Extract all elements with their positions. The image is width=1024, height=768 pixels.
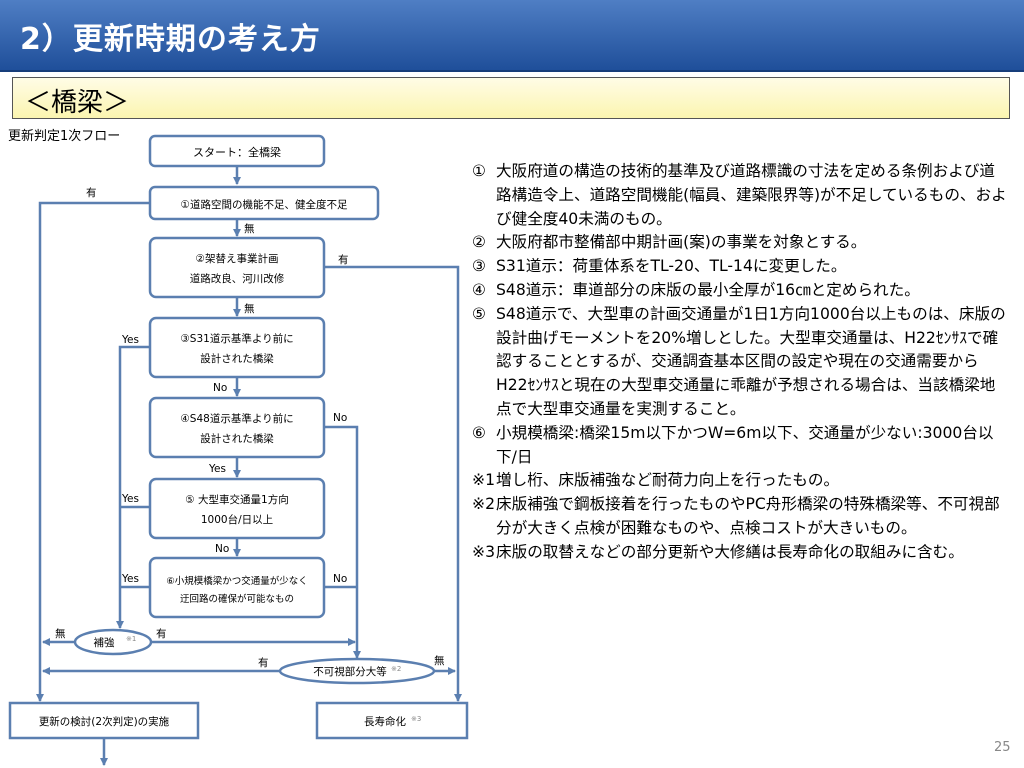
node-start: スタート：全橋梁 (148, 134, 326, 168)
svg-text:⑤ 大型車交通量1方向: ⑤ 大型車交通量1方向 (185, 493, 288, 506)
note-text: 床版の取替えなどの部分更新や大修繕は長寿命化の取組みに含む。 (496, 542, 964, 561)
note-marker: ① (472, 162, 486, 180)
note-marker: ③ (472, 257, 486, 276)
note-text: 大阪府道の構造の技術的基準及び道路標識の寸法を定める条例および道路構造令上、道路… (496, 162, 1007, 228)
label-q5-yes: Yes (121, 493, 139, 505)
note-marker: ※3 (472, 542, 495, 561)
label-q2-no: 無 (244, 302, 255, 315)
page-number: 25 (994, 740, 1011, 755)
note-marker: ⑤ (472, 304, 486, 323)
label-q3-yes: Yes (121, 334, 139, 346)
label-invisible-yes: 有 (258, 656, 269, 669)
label-q2-yes: 有 (338, 253, 349, 266)
svg-text:※3: ※3 (411, 715, 421, 723)
label-q4-yes: Yes (208, 463, 226, 475)
label-q3-no: No (213, 382, 227, 394)
header-bar: 2）更新時期の考え方 (0, 0, 1024, 72)
note-text: 小規模橋梁:橋梁15m以下かつW=6m以下、交通量が少ない:3000台以下/日 (496, 423, 994, 466)
note-text: S48道示で、大型車の計画交通量が1日1方向1000台以上ものは、床版の設計曲げ… (496, 304, 1006, 418)
label-reinforce-no: 無 (55, 627, 66, 640)
node-q1-function-deficiency: ①道路空間の機能不足、健全度不足 (148, 185, 380, 221)
section-title: ＜橋梁＞ (25, 88, 130, 118)
label-q1-yes: 有 (86, 186, 97, 199)
note-marker: ※2 (472, 495, 495, 514)
node-renewal-review: 更新の検討(2次判定)の実施 (8, 701, 200, 740)
note-text: 増し桁、床版補強など耐荷力向上を行ったもの。 (496, 471, 840, 490)
label-q4-no: No (333, 412, 347, 424)
branch-labels: 有 無 有 無 Yes No No Yes Yes No Yes No 無 有 … (55, 186, 445, 669)
arrow-q2-yes (324, 265, 462, 702)
svg-text:※1: ※1 (126, 635, 136, 643)
svg-text:③S31道示基準より前に: ③S31道示基準より前に (180, 332, 293, 345)
svg-text:迂回路の確保が可能なもの: 迂回路の確保が可能なもの (180, 593, 294, 605)
label-q1-no: 無 (244, 222, 255, 235)
svg-text:※2: ※2 (391, 665, 401, 673)
node-q5-heavy-traffic: ⑤ 大型車交通量1方向 1000台/日以上 (148, 477, 326, 540)
notes-list: ① 大阪府道の構造の技術的基準及び道路標識の寸法を定める条例および道路構造令上、道… (472, 160, 1008, 565)
label-invisible-no: 無 (434, 654, 445, 667)
node-q6-small-bridge: ⑥小規模橋梁かつ交通量が少なく 迂回路の確保が可能なもの (148, 556, 326, 619)
note-marker: ※1 (472, 471, 495, 490)
note-marker: ⑥ (472, 423, 486, 442)
note-item: ⑤ S48道示で、大型車の計画交通量が1日1方向1000台以上ものは、床版の設計曲… (472, 303, 1008, 422)
note-item: ④ S48道示：車道部分の床版の最小全厚が16㎝と定められた。 (472, 279, 1008, 303)
note-item: ⑥ 小規模橋梁:橋梁15m以下かつW=6m以下、交通量が少ない:3000台以下/日 (472, 422, 1008, 470)
svg-text:④S48道示基準より前に: ④S48道示基準より前に (180, 412, 293, 425)
svg-text:道路改良、河川改修: 道路改良、河川改修 (190, 272, 285, 285)
svg-text:①道路空間の機能不足、健全度不足: ①道路空間の機能不足、健全度不足 (181, 198, 348, 211)
note-item: ① 大阪府道の構造の技術的基準及び道路標識の寸法を定める条例および道路構造令上、道… (472, 160, 1008, 231)
node-q3-s31-standard: ③S31道示基準より前に 設計された橋梁 (148, 316, 326, 379)
note-marker: ② (472, 233, 486, 252)
svg-text:設計された橋梁: 設計された橋梁 (200, 352, 274, 365)
note-marker: ④ (472, 280, 486, 299)
note-item: ③ S31道示：荷重体系をTL-20、TL-14に変更した。 (472, 255, 1008, 279)
node-q4-s48-standard: ④S48道示基準より前に 設計された橋梁 (148, 396, 326, 459)
note-text: S31道示：荷重体系をTL-20、TL-14に変更した。 (496, 257, 847, 276)
note-item: ② 大阪府都市整備部中期計画(案)の事業を対象とする。 (472, 231, 1008, 255)
label-reinforce-yes: 有 (156, 627, 167, 640)
label-q6-no: No (333, 573, 347, 585)
svg-text:設計された橋梁: 設計された橋梁 (200, 432, 274, 445)
note-text: 床版補強で鋼板接着を行ったものやPC舟形橋梁の特殊橋梁等、不可視部分が大きく点検… (496, 495, 1000, 537)
page-title: 2）更新時期の考え方 (20, 22, 321, 57)
node-longevity: 長寿命化 ※3 (315, 701, 469, 740)
node-invisible-parts: 不可視部分大等 ※2 (278, 657, 436, 685)
svg-text:1000台/日以上: 1000台/日以上 (201, 513, 273, 526)
svg-text:更新の検討(2次判定)の実施: 更新の検討(2次判定)の実施 (39, 715, 170, 728)
svg-text:長寿命化: 長寿命化 (364, 715, 406, 728)
arrow-q1-yes (36, 201, 150, 702)
flow-connectors (36, 166, 462, 766)
node-reinforcement: 補強 ※1 (73, 628, 153, 656)
section-heading-box: ＜橋梁＞ (12, 77, 1010, 119)
svg-text:不可視部分大等: 不可視部分大等 (313, 665, 387, 678)
svg-text:スタート：全橋梁: スタート：全橋梁 (193, 145, 281, 159)
note-text: 大阪府都市整備部中期計画(案)の事業を対象とする。 (496, 233, 867, 252)
arrow-q4-no (324, 425, 361, 659)
label-q5-no: No (215, 543, 229, 555)
svg-text:⑥小規模橋梁かつ交通量が少なく: ⑥小規模橋梁かつ交通量が少なく (166, 575, 308, 587)
svg-text:②架替え事業計画: ②架替え事業計画 (196, 252, 279, 265)
arrow-q3-yes (116, 345, 150, 629)
note-text: S48道示：車道部分の床版の最小全厚が16㎝と定められた。 (496, 280, 920, 299)
node-q2-replacement-plan: ②架替え事業計画 道路改良、河川改修 (148, 236, 326, 299)
flowchart-caption: 更新判定1次フロー (8, 129, 121, 144)
label-q6-yes: Yes (121, 573, 139, 585)
svg-text:補強: 補強 (94, 636, 115, 649)
